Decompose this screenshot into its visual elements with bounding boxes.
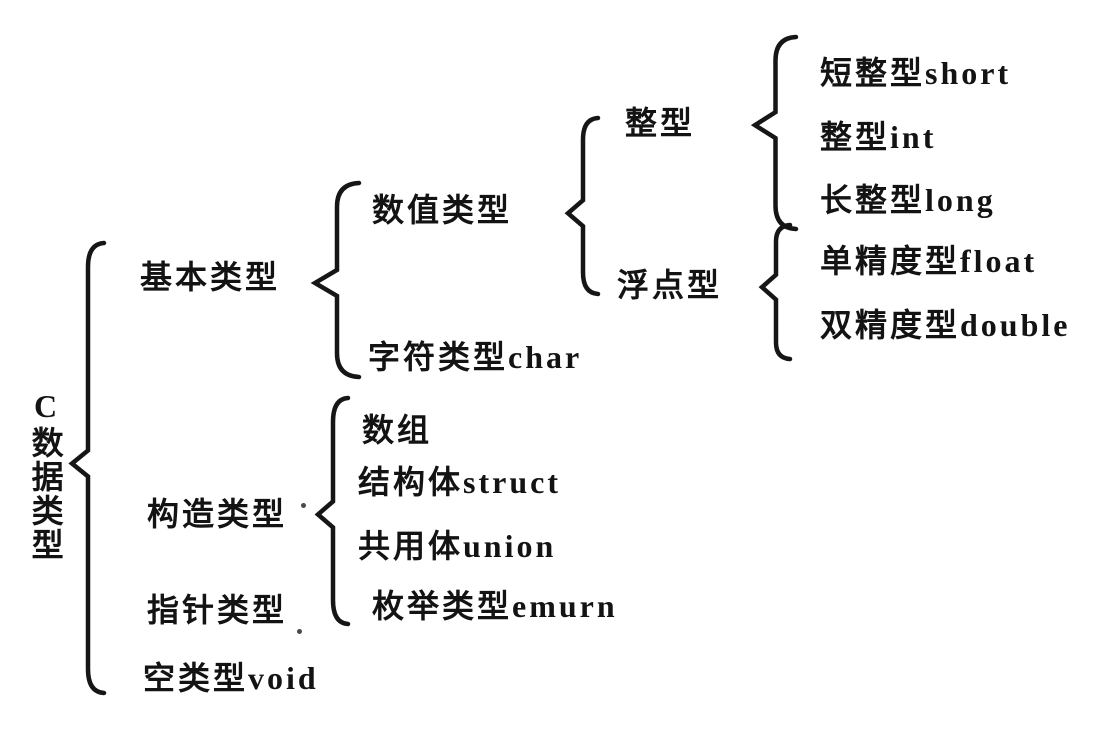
brace-integer (750, 34, 799, 232)
node-enum: 枚举类型emurn (372, 588, 618, 624)
node-short: 短整型short (820, 55, 1012, 91)
node-struct: 结构体struct (358, 464, 561, 500)
node-char-type: 字符类型char (368, 339, 583, 375)
ink-speck (301, 503, 306, 508)
node-basic-types: 基本类型 (140, 259, 281, 295)
brace-basic-types (310, 180, 362, 380)
brace-float (758, 222, 793, 362)
node-int: 整型int (820, 119, 937, 155)
brace-root (68, 240, 107, 696)
node-float: 单精度型float (820, 243, 1038, 279)
node-construct-types: 构造类型 (147, 496, 288, 532)
brace-construct-types (314, 395, 351, 627)
node-integer-category: 整型 (625, 105, 696, 141)
node-float-category: 浮点型 (617, 267, 723, 303)
node-c-data-types: C数据类型 (27, 388, 64, 562)
node-double: 双精度型double (820, 307, 1071, 343)
node-union: 共用体union (358, 528, 557, 564)
node-void-type: 空类型void (143, 660, 319, 696)
brace-numeric-types (564, 115, 601, 297)
node-pointer-type: 指针类型 (147, 592, 288, 628)
node-long: 长整型long (820, 182, 996, 218)
node-numeric-types: 数值类型 (372, 192, 513, 228)
ink-speck (297, 629, 302, 634)
node-array: 数组 (362, 412, 433, 448)
